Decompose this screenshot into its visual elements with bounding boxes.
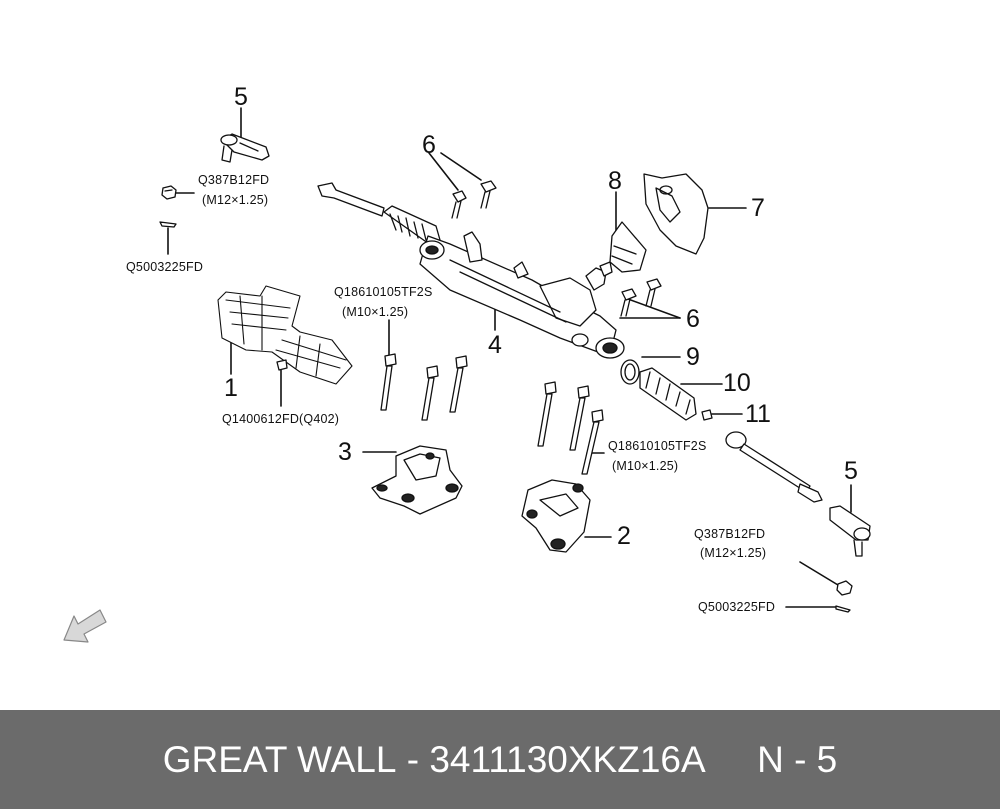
bolts-6-right xyxy=(620,278,662,317)
clip-11 xyxy=(701,409,713,421)
steering-rack xyxy=(317,182,625,359)
cover-7 xyxy=(643,173,709,255)
callout-5-bottom: 5 xyxy=(844,457,858,485)
callout-5-top: 5 xyxy=(234,83,248,111)
nut-bottom xyxy=(836,580,853,596)
code-bolt-right: Q18610105TF2S xyxy=(608,439,707,453)
exploded-parts-diagram xyxy=(63,107,871,643)
code-bolt-left-spec: (M10×1.25) xyxy=(342,305,409,319)
callout-10: 10 xyxy=(723,369,751,397)
long-bolts-left xyxy=(380,353,468,421)
dust-seal-8 xyxy=(609,221,647,273)
callout-9: 9 xyxy=(686,343,700,371)
bracket-2 xyxy=(521,479,591,553)
footer-page: N - 5 xyxy=(757,738,838,780)
footer-caption: GREAT WALL - 3411130XKZ16A N - 5 xyxy=(0,710,1000,809)
cotter-pin-top xyxy=(159,221,177,228)
tie-rod-end-top xyxy=(220,133,270,163)
footer-gap xyxy=(706,739,757,781)
code-tie-rod-nut-top: Q387B12FD xyxy=(198,173,270,187)
nut-top xyxy=(161,185,177,200)
code-tie-rod-nut-bottom: Q387B12FD xyxy=(694,527,766,541)
tie-rod-end-bottom xyxy=(829,505,871,557)
callout-8: 8 xyxy=(608,167,622,195)
arrow-icon xyxy=(63,609,107,643)
code-bolt-right-spec: (M10×1.25) xyxy=(612,459,679,473)
cotter-pin-bottom xyxy=(835,605,851,613)
footer-brand: GREAT WALL xyxy=(162,738,397,780)
footer-separator: - xyxy=(396,738,430,780)
callout-4: 4 xyxy=(488,331,502,359)
code-cotter-pin-top: Q5003225FD xyxy=(126,260,204,274)
code-shield-bolt: Q1400612FD(Q402) xyxy=(222,412,340,426)
callout-3: 3 xyxy=(338,438,352,466)
footer-part-number: 3411130XKZ16A xyxy=(429,738,706,780)
callout-7: 7 xyxy=(751,194,765,222)
bracket-3 xyxy=(371,445,463,515)
code-bolt-left: Q18610105TF2S xyxy=(334,285,433,299)
shield-bolt xyxy=(276,359,288,371)
callout-11: 11 xyxy=(745,400,771,428)
boot-10 xyxy=(639,367,697,421)
code-tie-rod-nut-top-spec: (M12×1.25) xyxy=(202,193,269,207)
code-tie-rod-nut-bottom-spec: (M12×1.25) xyxy=(700,546,767,560)
leader-lines xyxy=(167,107,852,608)
bolts-6-top xyxy=(451,180,497,219)
callout-6-top: 6 xyxy=(422,131,436,159)
callout-1: 1 xyxy=(224,374,238,402)
clamp-ring-9 xyxy=(620,359,640,385)
inner-tie-rod xyxy=(725,431,823,503)
callout-6-right: 6 xyxy=(686,305,700,333)
code-cotter-pin-bottom: Q5003225FD xyxy=(698,600,776,614)
long-bolts-right xyxy=(537,381,604,475)
heat-shield xyxy=(217,285,353,385)
callout-2: 2 xyxy=(617,522,631,550)
footer-banner: GREAT WALL - 3411130XKZ16A N - 5 xyxy=(0,710,1000,809)
